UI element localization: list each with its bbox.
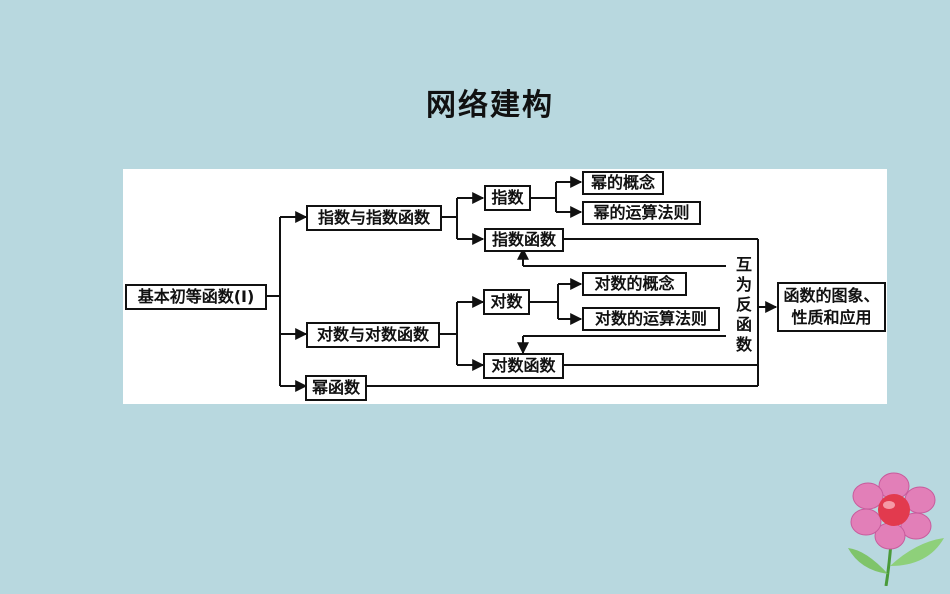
- exp-box: 指数: [484, 185, 531, 211]
- flower-center-highlight: [883, 501, 895, 509]
- inverse-char: 互: [735, 255, 752, 274]
- flower-petal: [850, 508, 882, 536]
- flower-petal: [900, 512, 932, 540]
- flower-leaf-left: [848, 548, 888, 574]
- flower-leaf-right: [890, 538, 944, 566]
- inverse-char: 函: [735, 315, 752, 334]
- power-rules-box: 幂的运算法则: [582, 201, 701, 225]
- result-line-2: 性质和应用: [791, 308, 872, 327]
- exp-function-box: 指数函数: [484, 228, 564, 252]
- root-box: 基本初等函数(Ⅰ): [125, 284, 267, 310]
- exp-branch-box: 指数与指数函数: [306, 205, 442, 231]
- result-line-1: 函数的图象、: [783, 286, 880, 306]
- result-box: 函数的图象、 性质和应用: [777, 282, 886, 332]
- page-title: 网络建构: [426, 88, 554, 123]
- log-function-box: 对数函数: [483, 353, 564, 379]
- power-branch-box: 幂函数: [305, 375, 367, 401]
- log-branch-box: 对数与对数函数: [306, 322, 440, 348]
- log-rules-box: 对数的运算法则: [582, 307, 720, 331]
- inverse-char: 数: [735, 335, 752, 354]
- concept-map-panel: 基本初等函数(Ⅰ) 指数与指数函数 对数与对数函数 幂函数 指数 指数函数 幂的…: [123, 169, 887, 404]
- flower-decoration: [848, 472, 944, 586]
- inverse-char: 为: [735, 275, 752, 294]
- log-box: 对数: [483, 289, 530, 315]
- inverse-char: 反: [735, 295, 752, 314]
- power-concept-box: 幂的概念: [582, 171, 664, 195]
- inverse-function-label: 互 为 反 函 数: [729, 255, 759, 355]
- flower-petal: [852, 482, 884, 510]
- connector-lines: [266, 176, 778, 392]
- flower-center: [878, 494, 910, 526]
- log-concept-box: 对数的概念: [582, 272, 687, 296]
